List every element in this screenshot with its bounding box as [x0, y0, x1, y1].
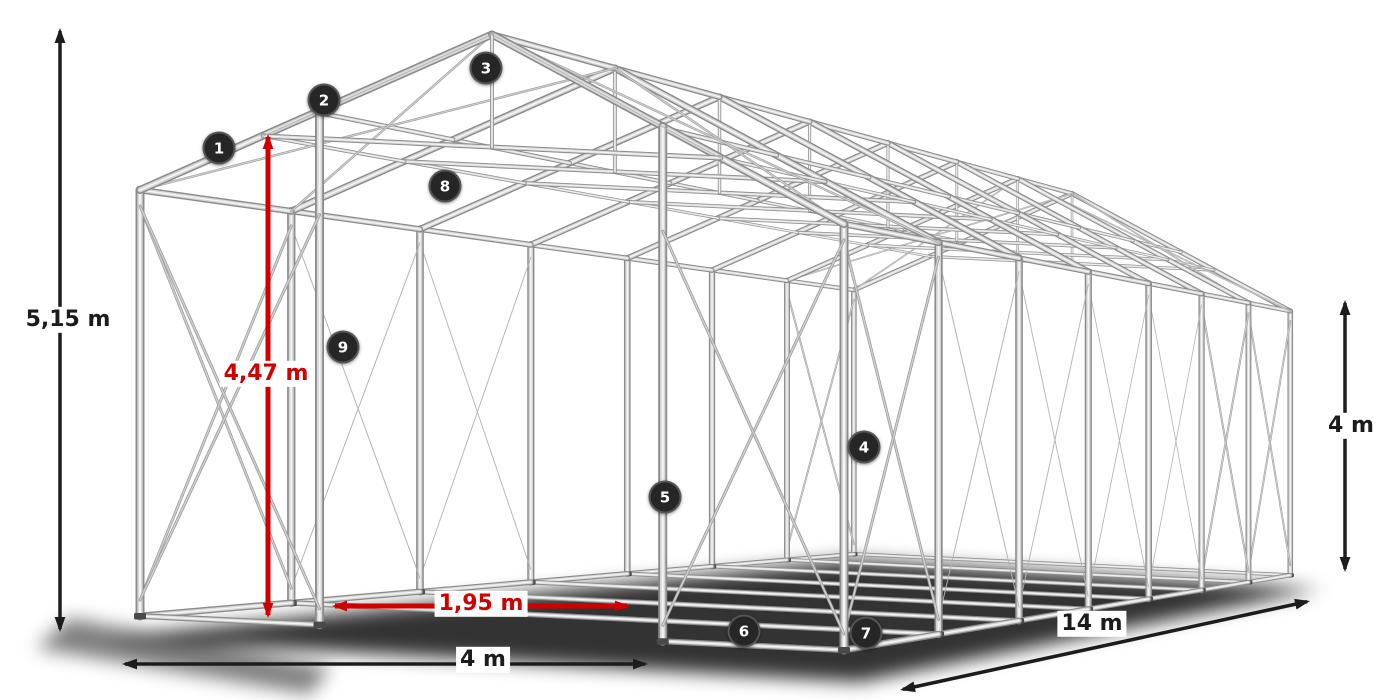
part-marker-1[interactable]: 1 [202, 131, 236, 165]
part-marker-7[interactable]: 7 [849, 616, 883, 650]
dimension-label-entrance-height: 4,47 m [219, 360, 313, 388]
part-marker-9[interactable]: 9 [326, 330, 360, 364]
part-marker-3[interactable]: 3 [469, 51, 503, 85]
part-marker-4[interactable]: 4 [847, 430, 881, 464]
part-marker-2[interactable]: 2 [307, 83, 341, 117]
dimension-label-side-height: 4 m [1324, 412, 1378, 440]
part-marker-8[interactable]: 8 [428, 169, 462, 203]
dimension-label-total-height: 5,15 m [21, 306, 115, 334]
frame-structure [134, 30, 1294, 655]
ground-shadow [36, 560, 1321, 694]
part-marker-5[interactable]: 5 [648, 480, 682, 514]
dimension-label-width: 4 m [456, 646, 510, 674]
dimension-label-entrance-width: 1,95 m [434, 590, 528, 618]
part-marker-6[interactable]: 6 [727, 614, 761, 648]
dimension-label-length: 14 m [1057, 610, 1127, 638]
